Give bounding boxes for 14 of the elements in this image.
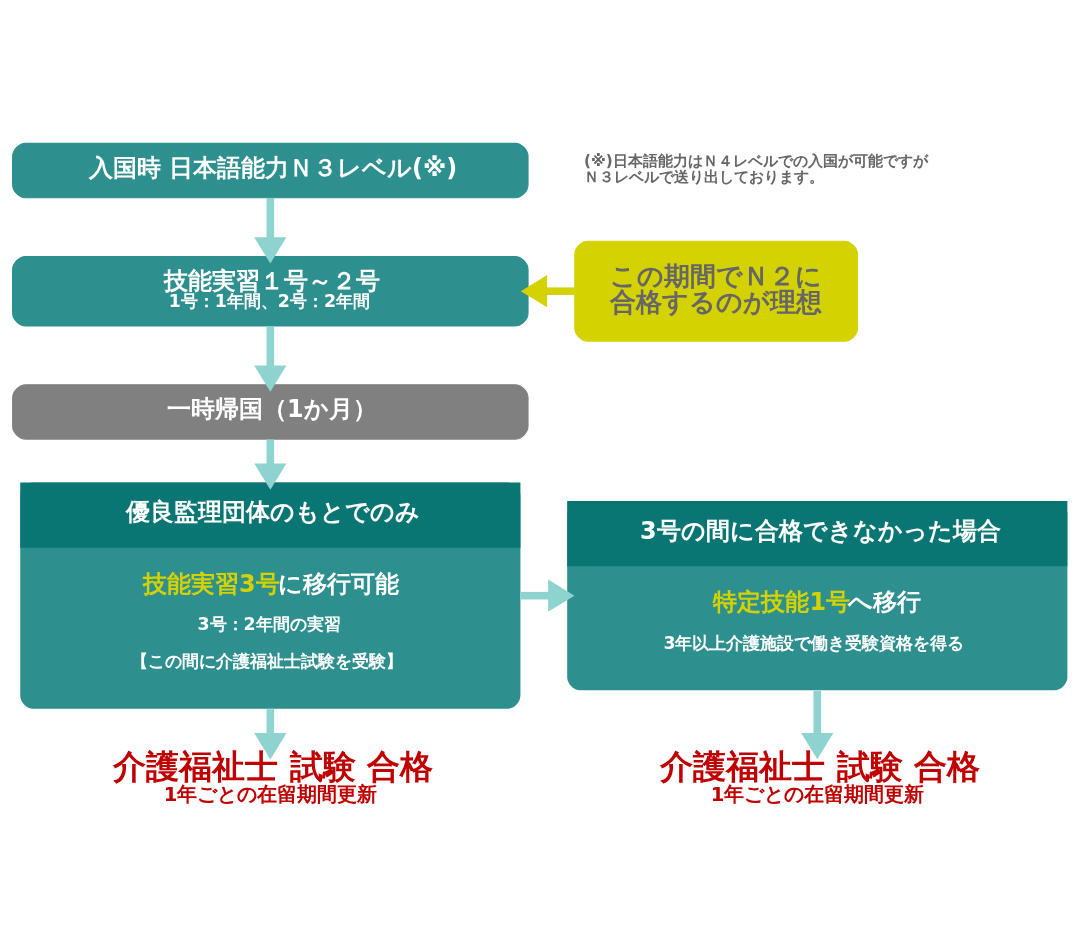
node-text: 介護福祉士 試験 合格 1年ごとの在留期間更新: [660, 748, 980, 806]
arrow: [520, 579, 575, 612]
node-box: 一時帰国（1か月）: [12, 384, 529, 440]
arrow: [520, 275, 575, 308]
arrow: [254, 326, 287, 392]
label: (※)日本語能力はＮ４レベルでの入国が可能ですがＮ３レベルで送り出しております。: [584, 152, 928, 186]
node-text: 介護福祉士 試験 合格 1年ごとの在留期間更新: [113, 748, 433, 806]
arrow: [801, 690, 834, 760]
arrow: [254, 709, 287, 760]
arrow: [254, 439, 287, 490]
node-box: 入国時 日本語能力Ｎ３レベル(※): [12, 142, 529, 199]
arrow: [254, 197, 287, 264]
node-box: 技能実習１号～２号 1号：1年間、2号：2年間: [12, 255, 529, 327]
node-box: この期間でＮ２に合格するのが理想: [574, 240, 859, 342]
